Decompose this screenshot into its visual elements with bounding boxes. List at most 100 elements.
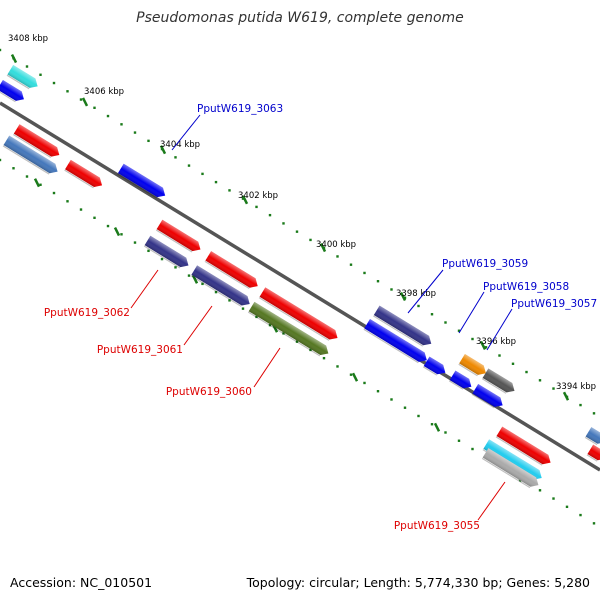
gene-arrow[interactable]	[155, 219, 203, 255]
tick-dot	[282, 222, 285, 225]
gene-label[interactable]: PputW619_3058	[483, 281, 569, 293]
tick-dot	[471, 447, 474, 451]
kbp-label: 3396 kbp	[476, 337, 516, 347]
tick-dot	[403, 406, 407, 409]
tick-dot	[255, 205, 258, 209]
tick-dot	[187, 274, 191, 277]
gene-arrow[interactable]	[584, 427, 600, 448]
gene-arrow[interactable]	[204, 251, 261, 292]
tick-dot	[39, 73, 42, 76]
tick-dot	[349, 263, 353, 266]
gene-arrow[interactable]	[12, 124, 62, 160]
tick-dot	[228, 189, 231, 192]
tick-dot	[120, 123, 123, 126]
tick-dot	[592, 412, 596, 415]
tick-dot	[336, 255, 339, 258]
tick-dot	[39, 183, 42, 186]
tick-dot	[525, 370, 528, 374]
tick-dot	[282, 332, 285, 335]
tick-dot	[322, 356, 326, 360]
gene-arrow[interactable]	[2, 135, 60, 178]
gene-arrow[interactable]	[6, 64, 41, 92]
gene-labels: PputW619_3063PputW619_3059PputW619_3058P…	[44, 103, 597, 532]
tick-dot	[417, 304, 420, 308]
tick-dot	[93, 216, 96, 220]
major-tick	[351, 372, 359, 382]
gene-arrow[interactable]	[448, 370, 474, 393]
gene-arrow[interactable]	[422, 356, 448, 379]
tick-dot	[255, 315, 258, 319]
major-tick	[81, 97, 89, 107]
tick-dot	[309, 348, 312, 352]
gene-arrow[interactable]	[481, 368, 517, 396]
gene-arrow[interactable]	[143, 235, 191, 271]
accession-text: Accession: NC_010501	[10, 575, 153, 590]
tick-dot	[147, 139, 150, 143]
tick-dot	[430, 313, 434, 316]
tick-dot	[214, 180, 218, 184]
tick-dot	[160, 257, 164, 261]
tick-dot	[201, 282, 204, 286]
kbp-label: 3402 kbp	[238, 191, 278, 201]
gene-arrow[interactable]	[363, 319, 430, 366]
gene-arrow[interactable]	[258, 287, 340, 343]
tick-dot	[417, 414, 420, 418]
gene-label[interactable]: PputW619_3063	[197, 103, 283, 115]
tick-dot	[471, 337, 474, 341]
tick-dot	[106, 224, 110, 228]
tick-dot	[376, 280, 380, 283]
tick-dot	[174, 156, 177, 159]
major-tick	[241, 195, 249, 205]
major-tick	[433, 422, 441, 432]
tick-dot	[0, 48, 2, 52]
tick-dot	[201, 172, 204, 176]
tick-dot	[295, 340, 299, 343]
gene-arrow[interactable]	[372, 305, 434, 350]
gene-arrow[interactable]	[471, 383, 506, 411]
gene-label[interactable]: PputW619_3059	[442, 258, 528, 270]
gene-arrow[interactable]	[481, 448, 541, 491]
tick-dot	[12, 167, 15, 170]
leader-line	[407, 269, 444, 314]
gene-arrow[interactable]	[247, 301, 331, 359]
tick-dot	[174, 266, 177, 269]
gene-arrow[interactable]	[117, 163, 168, 201]
kbp-label: 3394 kbp	[556, 382, 596, 392]
gene-arrow[interactable]	[586, 444, 600, 465]
tick-dot	[25, 175, 29, 178]
tick-dot	[444, 431, 447, 434]
tick-dot	[133, 131, 137, 134]
gene-arrow[interactable]	[458, 354, 489, 379]
tick-dot	[309, 238, 312, 242]
tick-dot	[592, 522, 596, 525]
gene-label[interactable]: PputW619_3057	[511, 298, 597, 310]
kbp-label: 3400 kbp	[316, 240, 356, 250]
gene-arrow[interactable]	[190, 265, 253, 309]
major-tick	[562, 391, 570, 401]
leader-line	[183, 305, 213, 346]
tick-dot	[349, 373, 353, 376]
leader-line	[458, 291, 485, 334]
tick-dot	[484, 346, 488, 349]
leader-line	[253, 347, 281, 388]
tick-dot	[147, 249, 150, 253]
gene-label[interactable]: PputW619_3055	[394, 520, 480, 532]
tick-dot	[52, 81, 56, 85]
gene-label[interactable]: PputW619_3060	[166, 386, 252, 398]
gene-label[interactable]: PputW619_3062	[44, 307, 130, 319]
tick-dot	[565, 505, 569, 509]
gene-arrow[interactable]	[64, 159, 105, 191]
gene-label[interactable]: PputW619_3061	[97, 344, 183, 356]
major-tick	[399, 291, 407, 302]
tick-dot	[538, 379, 542, 382]
tick-dot	[390, 398, 393, 401]
leader-line	[130, 269, 159, 309]
tick-dot	[93, 106, 96, 110]
gene-arrow[interactable]	[0, 80, 27, 105]
major-tick	[113, 227, 121, 237]
topology-text: Topology: circular; Length: 5,774,330 bp…	[246, 575, 590, 590]
kbp-label: 3406 kbp	[84, 87, 124, 97]
kbp-label: 3408 kbp	[8, 34, 48, 44]
gene-arrow[interactable]	[495, 426, 553, 469]
